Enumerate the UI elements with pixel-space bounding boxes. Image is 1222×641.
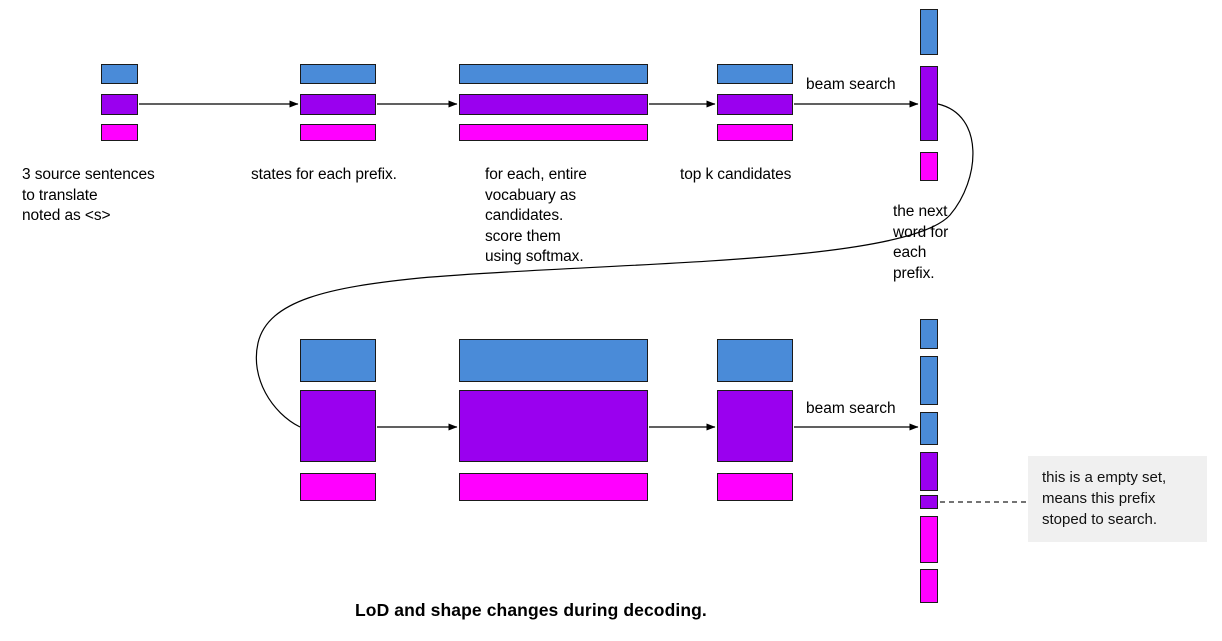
top-g3-blue-block — [459, 64, 648, 84]
top-g1-purple-block — [101, 94, 138, 115]
top-out-magenta-block — [920, 152, 938, 181]
top-g4-magenta-block — [717, 124, 793, 141]
bottom-out-blue-block-3 — [920, 412, 938, 445]
figure-title: LoD and shape changes during decoding. — [355, 600, 707, 620]
top-g2-blue-block — [300, 64, 376, 84]
bottom-g1-purple-block — [300, 390, 376, 462]
top-g2-purple-block — [300, 94, 376, 115]
top-g4-blue-block — [717, 64, 793, 84]
bottom-g3-purple-block — [717, 390, 793, 462]
bottom-out-magenta-block-2 — [920, 569, 938, 603]
top-g4-purple-block — [717, 94, 793, 115]
top-g2-magenta-block — [300, 124, 376, 141]
top-g1-magenta-block — [101, 124, 138, 141]
top-g3-magenta-block — [459, 124, 648, 141]
bottom-beam-search-label: beam search — [806, 400, 896, 417]
caption-next-word: the next word for each prefix. — [893, 203, 949, 282]
empty-set-callout: this is a empty set, means this prefix s… — [1028, 456, 1207, 542]
bottom-out-magenta-block-1 — [920, 516, 938, 563]
caption-top-k-candidates: top k candidates — [680, 166, 792, 183]
top-g1-blue-block — [101, 64, 138, 84]
caption-source-sentences: 3 source sentences to translate noted as… — [22, 166, 155, 224]
bottom-g2-magenta-block — [459, 473, 648, 501]
top-out-purple-block — [920, 66, 938, 141]
caption-states-prefix: states for each prefix. — [251, 166, 397, 183]
bottom-g1-blue-block — [300, 339, 376, 382]
bottom-g2-blue-block — [459, 339, 648, 382]
bottom-g1-magenta-block — [300, 473, 376, 501]
top-beam-search-label: beam search — [806, 76, 896, 93]
bottom-g3-magenta-block — [717, 473, 793, 501]
bottom-out-purple-block — [920, 452, 938, 491]
bottom-out-empty-set-block — [920, 495, 938, 509]
top-g3-purple-block — [459, 94, 648, 115]
caption-vocabulary: for each, entire vocabuary as candidates… — [485, 166, 587, 265]
bottom-g3-blue-block — [717, 339, 793, 382]
bottom-out-blue-block-1 — [920, 319, 938, 349]
top-out-blue-block — [920, 9, 938, 55]
bottom-g2-purple-block — [459, 390, 648, 462]
bottom-out-blue-block-2 — [920, 356, 938, 405]
